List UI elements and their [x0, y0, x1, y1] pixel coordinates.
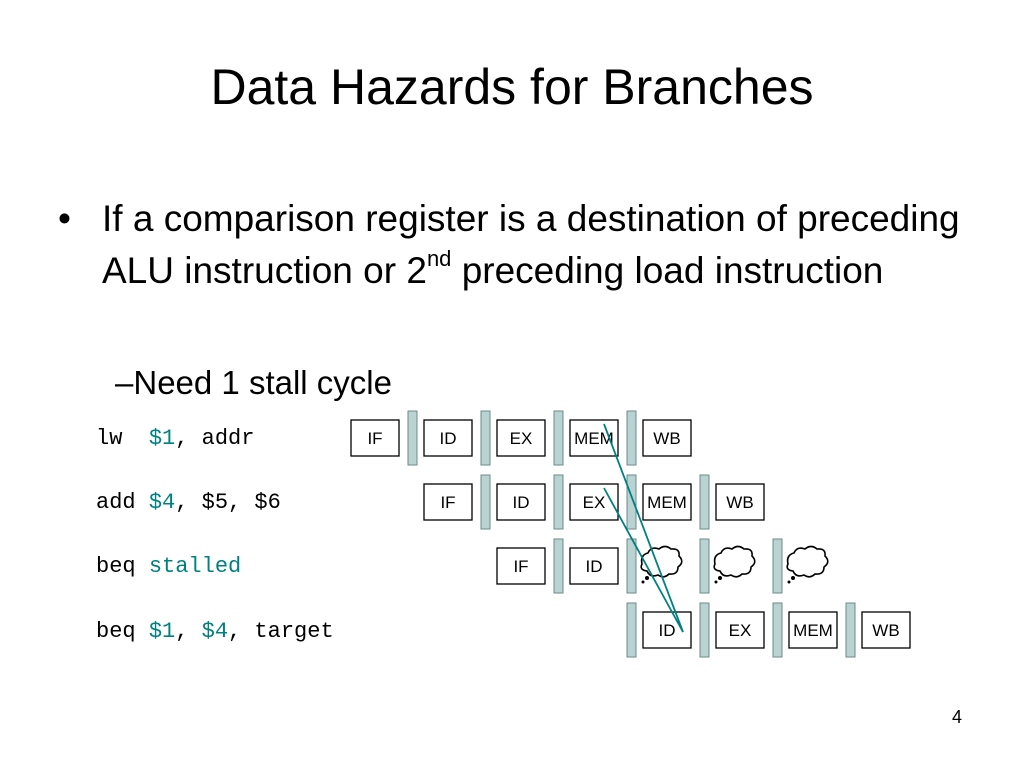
pipeline-latch: [699, 538, 710, 594]
instr-arg2: $4: [201, 619, 229, 644]
pipeline-stage-box: [642, 483, 692, 521]
instr-arg1: $1: [148, 426, 176, 451]
pipeline-stage-if: IF: [513, 557, 528, 576]
instruction-add: add $4, $5, $6: [96, 492, 281, 514]
sub-bullet-text: Need 1 stall cycle: [133, 364, 392, 401]
pipeline-latch: [772, 538, 783, 594]
instruction-beq-stalled: beq stalled: [96, 556, 241, 578]
instr-arg1: stalled: [148, 554, 242, 579]
pipeline-latch: [699, 602, 710, 658]
instr-rest: ,: [175, 619, 202, 644]
pipeline-stage-box: [569, 483, 619, 521]
pipeline-latch: [553, 474, 564, 530]
forwarding-line: [603, 487, 684, 633]
pipeline-latch: [845, 602, 856, 658]
stall-bubble-dot: [714, 580, 718, 584]
pipeline-stage-id: ID: [440, 429, 457, 448]
pipeline-stage-id: ID: [513, 493, 530, 512]
pipeline-stage-mem: MEM: [574, 429, 614, 448]
instr-rest: , addr: [175, 426, 255, 451]
stall-bubble: [713, 545, 756, 578]
pipeline-latch: [553, 410, 564, 466]
slide-title: Data Hazards for Branches: [210, 59, 814, 115]
pipeline-latch: [480, 410, 491, 466]
instr-arg1: $1: [148, 619, 176, 644]
pipeline-stage-ex: EX: [510, 429, 533, 448]
stall-bubble-dot: [791, 576, 795, 580]
pipeline-stage-box: [496, 547, 546, 585]
bullet-text-before: If a comparison register is a destinatio…: [102, 198, 960, 291]
instr-op: beq: [96, 554, 136, 579]
pipeline-latch: [626, 538, 637, 594]
pipeline-stage-box: [423, 419, 473, 457]
instr-rest: , $5, $6: [175, 490, 281, 515]
pipeline-latch: [480, 474, 491, 530]
sub-bullet-marker: –: [115, 364, 134, 401]
pipeline-stage-box: [496, 419, 546, 457]
pipeline-stage-box: [715, 611, 765, 649]
pipeline-stage-ex: EX: [729, 621, 752, 640]
pipeline-latch: [699, 474, 710, 530]
pipeline-stage-box: [861, 611, 911, 649]
stall-bubble: [640, 545, 683, 578]
pipeline-latch: [553, 538, 564, 594]
pipeline-stage-wb: WB: [653, 429, 680, 448]
pipeline-stage-id: ID: [586, 557, 603, 576]
pipeline-latch: [626, 474, 637, 530]
pipeline-stage-id: ID: [659, 621, 676, 640]
bullet-superscript: nd: [426, 245, 452, 271]
instr-op: lw: [96, 426, 123, 451]
pipeline-stage-box: [423, 483, 473, 521]
stall-bubble: [786, 545, 829, 578]
instruction-beq-target: beq $1, $4, target: [96, 621, 334, 643]
pipeline-latch: [626, 602, 637, 658]
forwarding-line: [603, 423, 684, 633]
pipeline-stage-wb: WB: [726, 493, 753, 512]
bullet-text: If a comparison register is a destinatio…: [102, 193, 968, 297]
pipeline-stage-box: [788, 611, 838, 649]
pipeline-latch: [407, 410, 418, 466]
stall-bubble-dot: [641, 580, 645, 584]
stall-bubble-dot: [718, 576, 722, 580]
pipeline-stage-box: [715, 483, 765, 521]
pipeline-stage-box: [569, 547, 619, 585]
instr-arg1: $4: [148, 490, 176, 515]
instruction-lw: lw $1, addr: [96, 428, 254, 450]
bullet-marker: •: [58, 198, 71, 239]
bullet-text-after: preceding load instruction: [451, 250, 884, 291]
pipeline-stage-box: [496, 483, 546, 521]
pipeline-stage-mem: MEM: [793, 621, 833, 640]
page-number: 4: [951, 707, 962, 727]
instr-op: add: [96, 490, 136, 515]
pipeline-stage-box: [642, 419, 692, 457]
instr-rest2: , target: [228, 619, 334, 644]
stall-bubble-dot: [787, 580, 791, 584]
pipeline-stage-if: IF: [440, 493, 455, 512]
pipeline-stage-wb: WB: [872, 621, 899, 640]
pipeline-stage-if: IF: [367, 429, 382, 448]
pipeline-latch: [626, 410, 637, 466]
sub-bullet: –Need 1 stall cycle: [115, 363, 392, 403]
pipeline-stage-mem: MEM: [647, 493, 687, 512]
pipeline-stage-ex: EX: [583, 493, 606, 512]
pipeline-stage-box: [350, 419, 400, 457]
instr-op: beq: [96, 619, 136, 644]
stall-bubble-dot: [645, 576, 649, 580]
pipeline-latch: [772, 602, 783, 658]
